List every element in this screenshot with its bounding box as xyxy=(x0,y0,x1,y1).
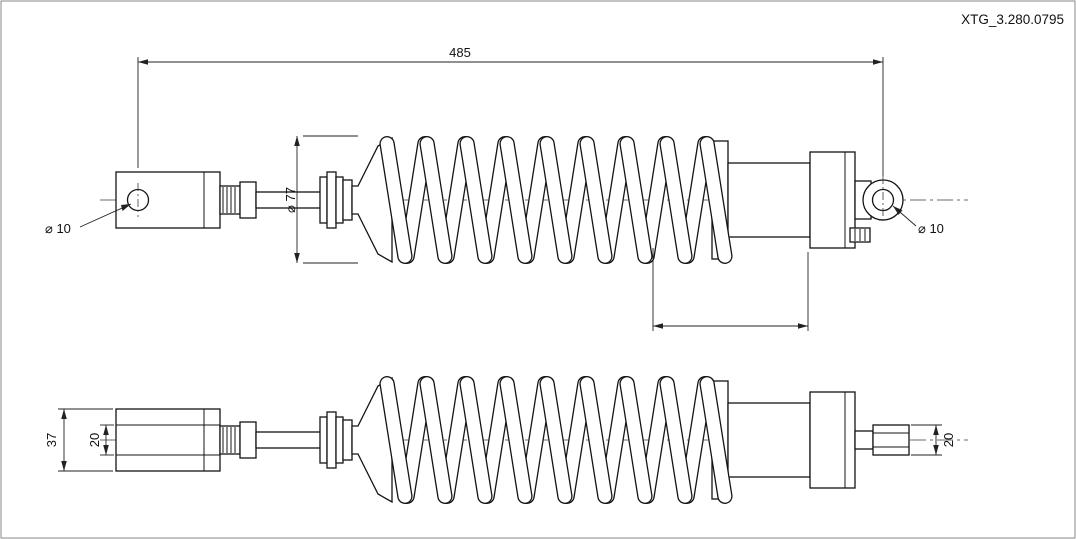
thread-section xyxy=(219,185,241,215)
preload-collars xyxy=(319,411,353,469)
dim-right-eye-label: ⌀ 10 xyxy=(918,221,944,236)
dim-overall-length: 485 xyxy=(137,45,884,176)
hex-nut xyxy=(239,181,257,219)
dim-fork-outer: 37 xyxy=(44,408,113,472)
preload-collars xyxy=(319,171,353,229)
coil-spring xyxy=(378,135,734,265)
dim-right-eye: ⌀ 10 xyxy=(892,205,944,236)
right-eyelet xyxy=(854,176,904,224)
thread-section xyxy=(219,425,241,455)
top-view: 485 ⌀ 77 ⌀ 10 ⌀ 10 xyxy=(45,45,968,331)
dim-left-eye: ⌀ 10 xyxy=(45,203,132,236)
dim-left-eye-label: ⌀ 10 xyxy=(45,221,71,236)
spring-seat-cone xyxy=(351,136,393,264)
end-cap xyxy=(809,391,856,489)
bleed-valve xyxy=(849,227,871,243)
hex-nut xyxy=(239,421,257,459)
dim-tab-width: 20 xyxy=(911,424,956,456)
left-eyelet xyxy=(115,171,221,229)
dim-overall-length-label: 485 xyxy=(449,45,471,60)
spring-seat-cone xyxy=(351,376,393,504)
end-cap xyxy=(809,151,856,249)
dim-spring-diameter-label: ⌀ 77 xyxy=(283,187,298,213)
damper-body xyxy=(727,162,811,238)
clevis-tab xyxy=(854,424,910,456)
dim-tab-width-label: 20 xyxy=(941,433,956,447)
dim-fork-slot: 20 xyxy=(87,424,114,456)
dim-damper-length xyxy=(652,248,809,331)
drawing-number: XTG_3.280.0795 xyxy=(961,12,1064,27)
coil-spring xyxy=(378,375,734,505)
dim-fork-slot-label: 20 xyxy=(87,433,102,447)
piston-rod xyxy=(255,431,323,449)
dim-spring-diameter: ⌀ 77 xyxy=(283,135,358,264)
dim-fork-outer-label: 37 xyxy=(44,433,59,447)
damper-body xyxy=(727,402,811,478)
bottom-view: 37 20 20 xyxy=(44,375,968,505)
fork-end xyxy=(115,408,221,472)
